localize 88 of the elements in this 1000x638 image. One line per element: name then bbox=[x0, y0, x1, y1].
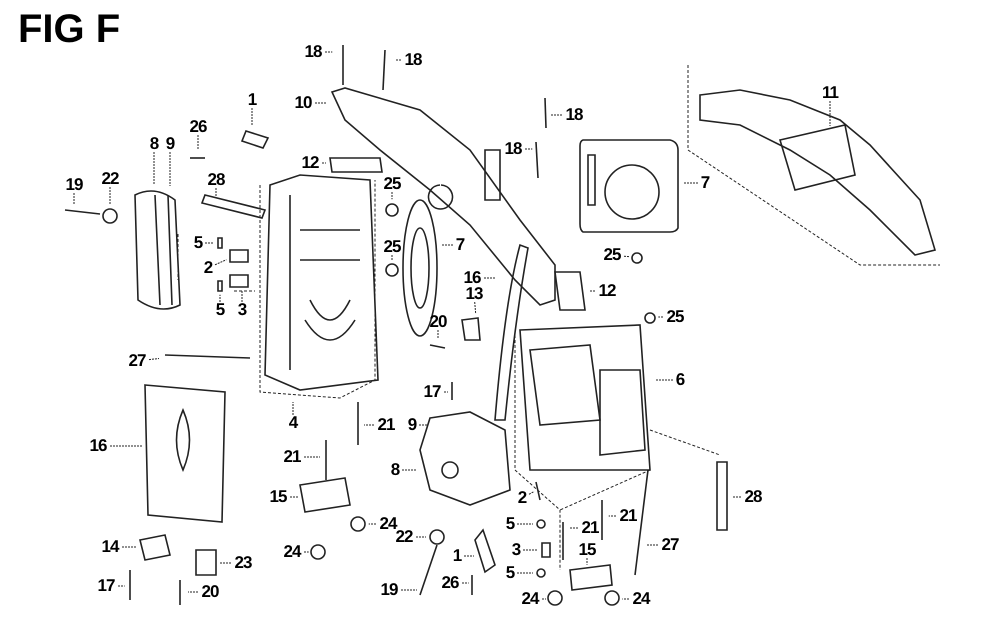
leader-line bbox=[122, 546, 136, 548]
leader-line bbox=[550, 114, 562, 116]
callout-number: 10 bbox=[292, 94, 314, 112]
callout-number: 26 bbox=[439, 574, 461, 592]
callout-number: 18 bbox=[563, 106, 585, 124]
callout-number: 27 bbox=[659, 536, 681, 554]
callout-number: 22 bbox=[99, 170, 121, 188]
callout-number: 14 bbox=[99, 538, 121, 556]
leader-line bbox=[462, 582, 470, 584]
callout-number: 22 bbox=[393, 528, 415, 546]
callout-number: 21 bbox=[281, 448, 303, 466]
callout-number: 25 bbox=[381, 175, 403, 193]
callout-number: 25 bbox=[601, 246, 623, 264]
callout-number: 27 bbox=[126, 352, 148, 370]
leader-line bbox=[204, 242, 214, 244]
callout-number: 24 bbox=[281, 543, 303, 561]
callout-number: 16 bbox=[461, 269, 483, 287]
callout-number: 12 bbox=[596, 282, 618, 300]
leader-line bbox=[622, 598, 630, 600]
callout-number: 8 bbox=[148, 135, 160, 153]
callout-number: 5 bbox=[214, 301, 226, 319]
leader-line bbox=[304, 456, 320, 458]
callout-number: 25 bbox=[664, 308, 686, 326]
leader-line bbox=[292, 402, 294, 416]
leader-line bbox=[148, 358, 160, 360]
leader-line bbox=[658, 316, 664, 318]
callout-number: 12 bbox=[299, 154, 321, 172]
callout-number: 9 bbox=[406, 416, 418, 434]
callout-number: 11 bbox=[819, 84, 841, 102]
callout-number: 5 bbox=[504, 564, 516, 582]
callout-number: 25 bbox=[381, 238, 403, 256]
callout-number: 5 bbox=[192, 234, 204, 252]
callout-number: 21 bbox=[617, 507, 639, 525]
leader-line bbox=[732, 496, 742, 498]
leader-line bbox=[364, 424, 374, 426]
leader-line bbox=[474, 302, 476, 314]
callout-number: 20 bbox=[427, 313, 449, 331]
leader-line bbox=[588, 290, 596, 292]
callout-number: 15 bbox=[267, 488, 289, 506]
callout-number: 18 bbox=[402, 51, 424, 69]
callout-number: 2 bbox=[202, 259, 214, 277]
leader-line bbox=[214, 259, 227, 266]
callout-number: 8 bbox=[389, 461, 401, 479]
callout-number: 17 bbox=[421, 383, 443, 401]
callout-number: 21 bbox=[579, 519, 601, 537]
callout-number: 15 bbox=[576, 541, 598, 559]
callout-number: 28 bbox=[742, 488, 764, 506]
callout-number: 9 bbox=[164, 135, 176, 153]
leader-line bbox=[624, 256, 630, 258]
leader-line bbox=[586, 558, 588, 566]
callout-number: 17 bbox=[95, 577, 117, 595]
callout-number: 1 bbox=[246, 91, 258, 109]
callout-number: 3 bbox=[236, 301, 248, 319]
callout-number: 6 bbox=[674, 371, 686, 389]
callout-number: 24 bbox=[630, 590, 652, 608]
leader-line bbox=[290, 496, 298, 498]
callout-number: 18 bbox=[502, 140, 524, 158]
leader-line bbox=[524, 148, 533, 150]
callout-number: 18 bbox=[302, 43, 324, 61]
callout-number: 28 bbox=[205, 171, 227, 189]
leader-line bbox=[322, 162, 326, 164]
leader-line bbox=[418, 424, 428, 426]
callout-number: 20 bbox=[199, 583, 221, 601]
callout-number: 1 bbox=[451, 547, 463, 565]
leader-line bbox=[220, 562, 232, 564]
callout-number: 26 bbox=[187, 118, 209, 136]
callout-number: 24 bbox=[519, 590, 541, 608]
callout-number: 7 bbox=[699, 174, 711, 192]
leader-line bbox=[646, 544, 658, 546]
leader-line bbox=[516, 572, 534, 574]
callout-number: 19 bbox=[378, 581, 400, 599]
leader-line bbox=[684, 182, 698, 184]
callout-number: 21 bbox=[375, 416, 397, 434]
callout-number: 4 bbox=[287, 414, 299, 432]
leader-line bbox=[542, 598, 546, 600]
callout-number: 23 bbox=[232, 554, 254, 572]
leader-line bbox=[314, 102, 326, 104]
leader-line bbox=[442, 244, 454, 246]
callout-number: 13 bbox=[463, 285, 485, 303]
leader-line bbox=[416, 536, 426, 538]
callout-number: 7 bbox=[454, 236, 466, 254]
figure-title: FIG F bbox=[18, 6, 120, 52]
callout-number: 16 bbox=[87, 437, 109, 455]
callout-number: 19 bbox=[63, 176, 85, 194]
leader-line bbox=[528, 490, 535, 495]
callout-number: 3 bbox=[510, 541, 522, 559]
callout-number: 2 bbox=[516, 489, 528, 507]
callout-number: 5 bbox=[504, 515, 516, 533]
